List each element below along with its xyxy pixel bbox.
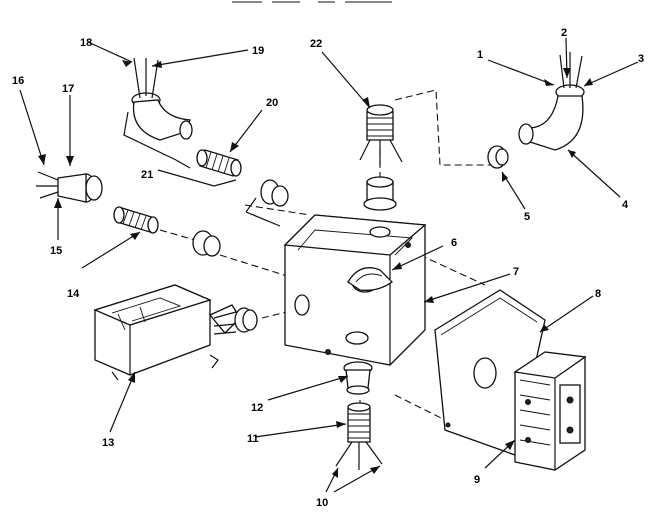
- callout-15: 15: [50, 245, 62, 257]
- box-fitting-top: [363, 176, 397, 211]
- callout-7: 7: [513, 266, 519, 278]
- callout-5: 5: [524, 211, 530, 223]
- callout-14: 14: [67, 288, 80, 300]
- part-13-fitting: [213, 307, 258, 335]
- callout-1: 1: [477, 49, 483, 61]
- callout-labels: 1 2 3 4 5 6 7 8 9 10 11 12 13 14 15 16 1…: [12, 27, 644, 509]
- part-7-junction-box: [283, 214, 427, 366]
- callout-22: 22: [310, 38, 322, 50]
- part-20-connector: [196, 149, 242, 177]
- callout-11: 11: [247, 433, 259, 445]
- callout-6: 6: [451, 237, 457, 249]
- callout-4: 4: [622, 199, 629, 211]
- part-9-receptacle: [513, 351, 587, 471]
- callout-21: 21: [141, 169, 153, 181]
- callout-17: 17: [62, 83, 74, 95]
- part-12-bottom-fitting: [343, 361, 373, 395]
- part-13-enclosure: [93, 284, 241, 381]
- part-15-left-connector: [36, 171, 103, 203]
- callout-8: 8: [595, 288, 601, 300]
- callout-19: 19: [252, 45, 264, 57]
- part-21-fitting: [260, 179, 289, 207]
- part-22-top-connector: [359, 104, 403, 165]
- callout-2: 2: [561, 27, 567, 39]
- part-6-cable-clamp: [347, 267, 394, 291]
- part-19-elbow: [131, 57, 193, 141]
- callout-20: 20: [266, 97, 278, 109]
- callout-12: 12: [251, 402, 263, 414]
- part-11-bottom-connector: [335, 402, 383, 470]
- part-5-locknut: [487, 145, 509, 169]
- part-21-bracket: [123, 111, 281, 227]
- callout-9: 9: [474, 474, 480, 486]
- part-4-elbow: [518, 52, 585, 151]
- arrowheads: [38, 60, 593, 478]
- part-14-connector: [113, 206, 159, 234]
- callout-18: 18: [80, 37, 92, 49]
- part-14-fitting: [192, 230, 221, 257]
- callout-3: 3: [638, 53, 644, 65]
- callout-10: 10: [316, 497, 328, 509]
- callout-13: 13: [102, 437, 114, 449]
- callout-16: 16: [12, 75, 24, 87]
